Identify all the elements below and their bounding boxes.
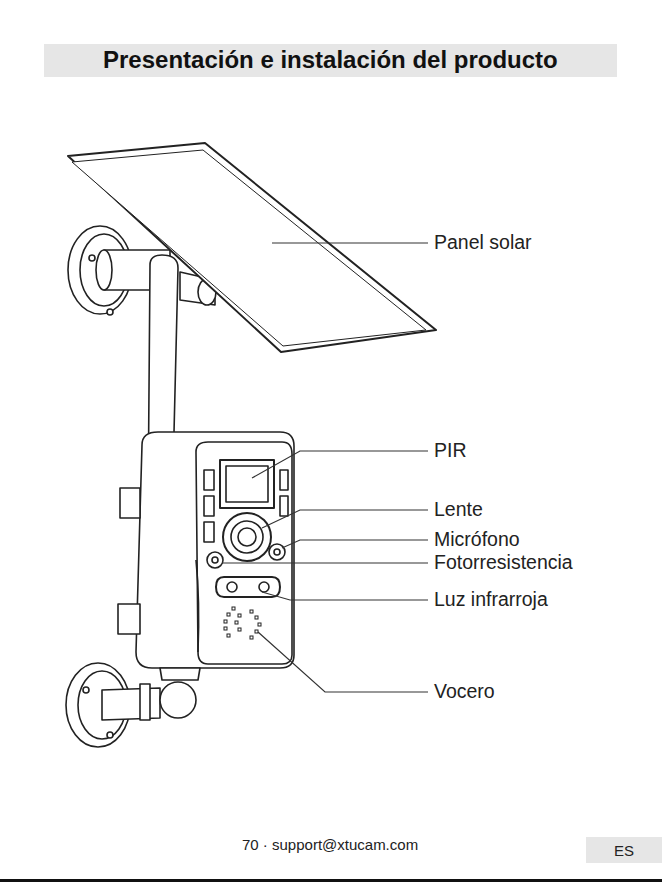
part-label: Fotorresistencia [432, 552, 575, 573]
title-band [44, 44, 617, 77]
language-tab [586, 837, 662, 863]
part-label: Vocero [432, 681, 497, 702]
bottom-rule [0, 879, 662, 882]
part-label: Luz infrarroja [432, 589, 550, 610]
part-label: Lente [432, 499, 485, 520]
speaker-grille [224, 607, 261, 639]
language-code: ES [614, 843, 634, 860]
camera-drawing [66, 143, 436, 747]
part-label: Panel solar [432, 232, 534, 253]
part-label: Micrófono [432, 529, 522, 550]
part-label: PIR [432, 440, 469, 461]
page-footer: 70 · support@xtucam.com [242, 837, 418, 854]
leader-lines [222, 243, 428, 692]
page-title: Presentación e instalación del producto [103, 47, 558, 73]
